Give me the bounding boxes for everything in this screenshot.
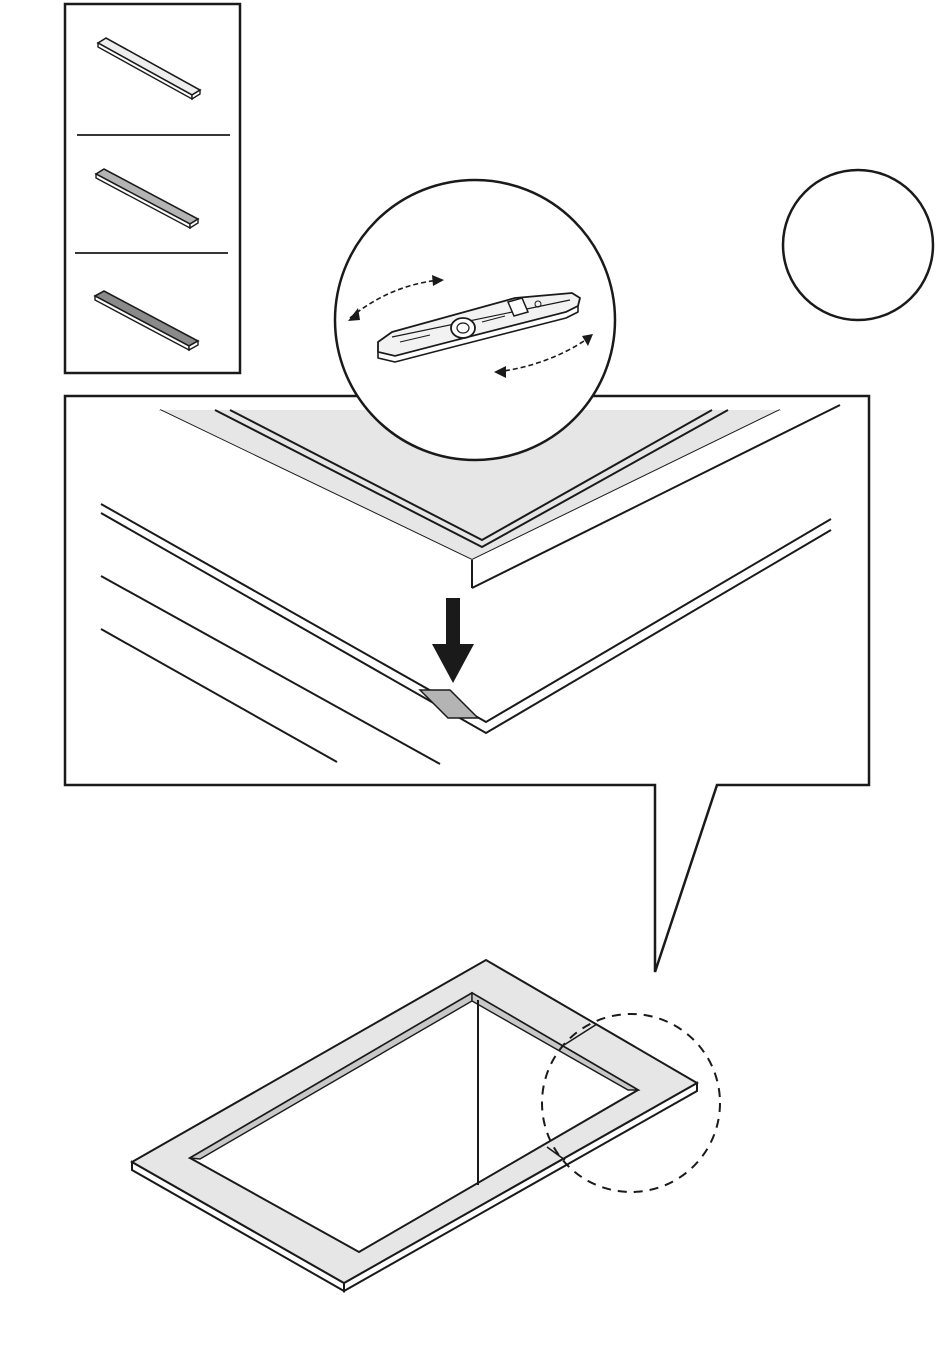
level-magnifier bbox=[335, 180, 615, 460]
base-frame bbox=[132, 960, 697, 1291]
shim-strip-dark-icon bbox=[95, 291, 198, 350]
shim-legend bbox=[65, 4, 240, 373]
shim-strip-medium-icon bbox=[96, 169, 198, 228]
frame-top-surface bbox=[132, 960, 697, 1283]
detail-callout bbox=[65, 396, 869, 972]
empty-circle-icon bbox=[783, 170, 933, 320]
shim-strip-light-icon bbox=[98, 38, 200, 99]
